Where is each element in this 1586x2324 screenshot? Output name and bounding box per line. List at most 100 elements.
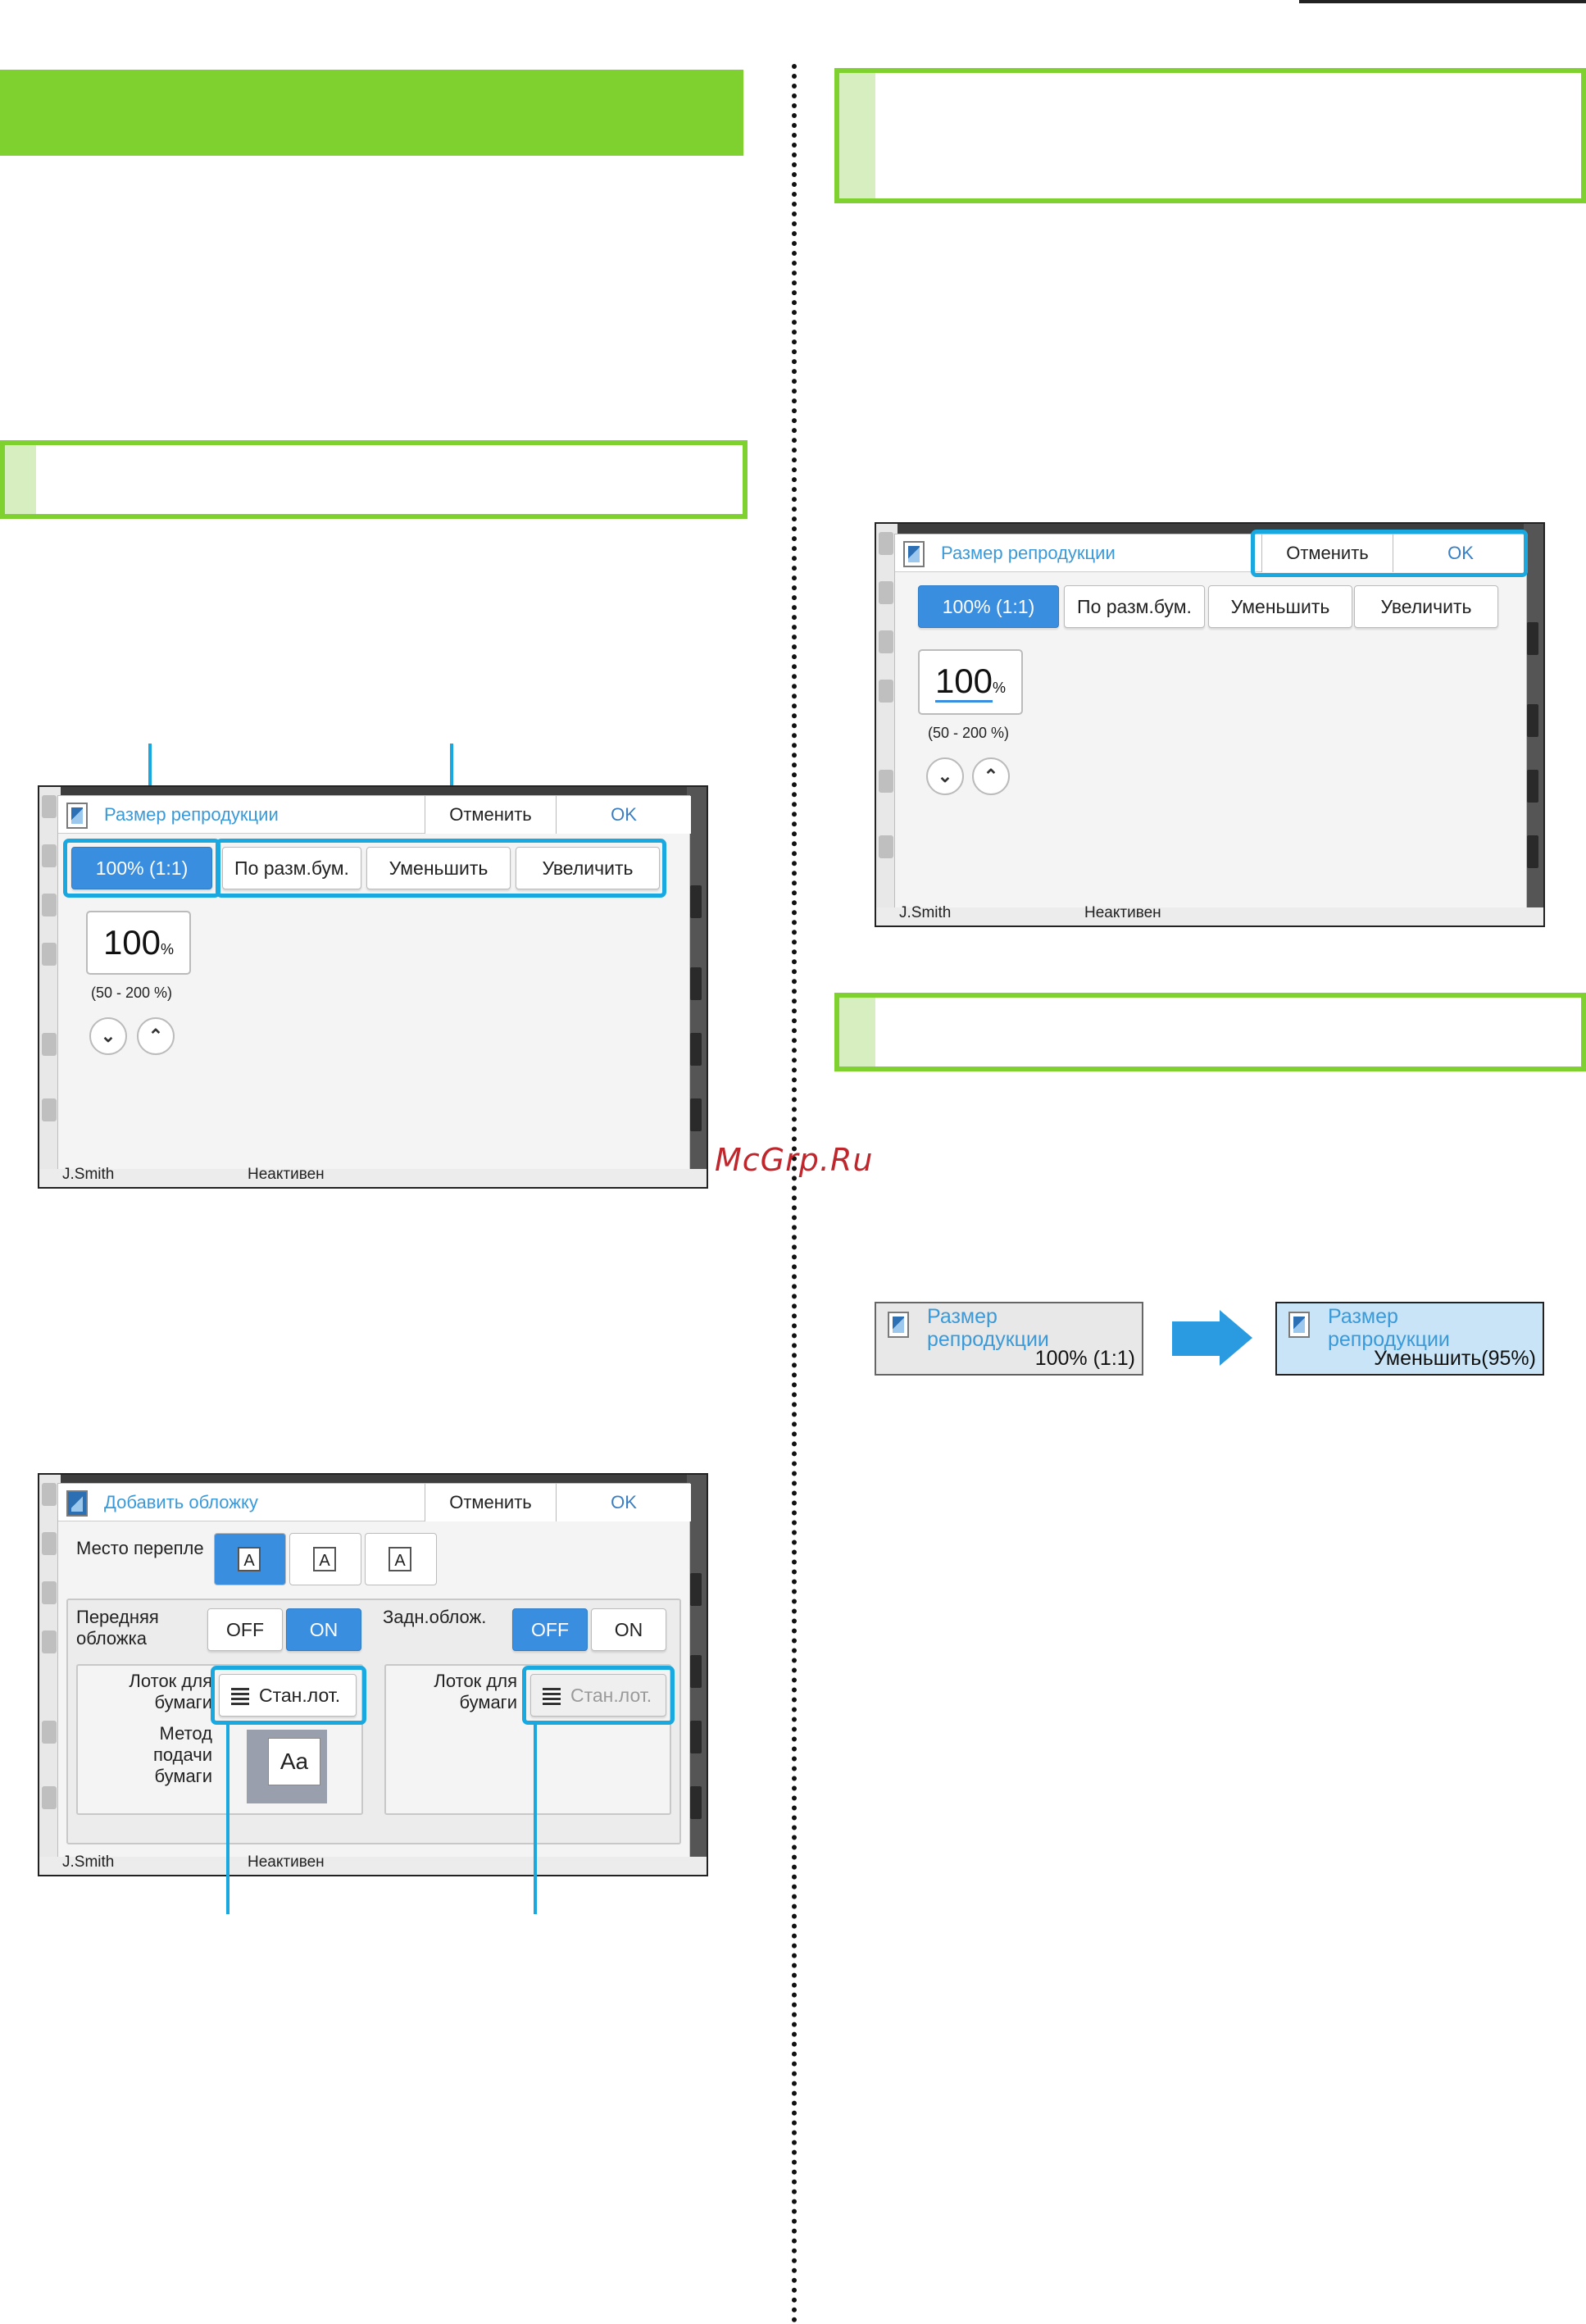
reproduction-size-button-after[interactable]: Размер репродукции Уменьшить(95%)	[1275, 1302, 1544, 1376]
option-100-percent[interactable]: 100% (1:1)	[918, 585, 1059, 628]
value-unit: %	[993, 680, 1007, 696]
value-field[interactable]: 100%	[918, 649, 1023, 715]
binding-letter: A	[389, 1547, 411, 1571]
status-user: J.Smith	[899, 904, 952, 921]
status-bar: J.Smith Неактивен	[39, 1853, 707, 1875]
front-tray-button[interactable]: Стан.лот.	[219, 1674, 357, 1717]
step-heading-box-right-2	[834, 993, 1586, 1071]
status-bar: J.Smith Неактивен	[39, 1166, 707, 1187]
front-tray-label: Лоток для бумаги	[129, 1671, 212, 1712]
dialog: Добавить обложку Отменить OK Место переп…	[57, 1483, 691, 1860]
option-reduce[interactable]: Уменьшить	[366, 847, 511, 889]
dialog-title-bar: Добавить обложку Отменить OK	[58, 1484, 691, 1521]
back-tray-label: Лоток для бумаги	[434, 1671, 517, 1712]
cancel-button[interactable]: Отменить	[1261, 534, 1393, 572]
back-tray-button[interactable]: Стан.лот.	[530, 1674, 666, 1717]
button-value: Уменьшить(95%)	[1374, 1347, 1536, 1370]
chevron-down-icon: ⌄	[937, 766, 953, 786]
callout-line	[534, 1724, 537, 1914]
dialog-title: Размер репродукции	[104, 804, 279, 825]
option-enlarge[interactable]: Увеличить	[1354, 585, 1498, 628]
cancel-button[interactable]: Отменить	[425, 796, 556, 834]
dialog-title-bar: Размер репродукции Отменить OK	[895, 534, 1528, 572]
chevron-up-icon: ⌃	[983, 766, 999, 786]
left-sidebar	[876, 524, 898, 926]
feed-paper-glyph: Aa	[268, 1738, 320, 1785]
arrow-icon	[1172, 1321, 1221, 1356]
section-heading-bar	[0, 70, 743, 156]
option-100-percent[interactable]: 100% (1:1)	[71, 847, 212, 889]
document-icon	[888, 1312, 909, 1338]
callout-frame	[211, 1666, 366, 1725]
binding-label: Место перепле	[76, 1538, 204, 1558]
device-screen-add-cover: Добавить обложку Отменить OK Место переп…	[38, 1473, 708, 1876]
header-rule	[1299, 0, 1586, 3]
chevron-up-icon: ⌃	[148, 1026, 164, 1046]
option-fit-paper[interactable]: По разм.бум.	[1064, 585, 1205, 628]
left-sidebar	[39, 1475, 61, 1875]
ok-button[interactable]: OK	[1393, 534, 1528, 572]
binding-letter: A	[238, 1547, 261, 1571]
dialog: Размер репродукции Отменить OK 100% (1:1…	[894, 530, 1528, 911]
column-divider	[792, 64, 797, 2324]
option-fit-paper[interactable]: По разм.бум.	[222, 847, 361, 889]
feed-method-label: Метод подачи бумаги	[152, 1723, 212, 1786]
cancel-button[interactable]: Отменить	[425, 1484, 556, 1521]
callout-frame	[63, 839, 220, 898]
document-icon	[66, 803, 88, 829]
left-sidebar	[39, 787, 61, 1187]
step-tab	[839, 998, 875, 1066]
decrease-button[interactable]: ⌄	[926, 757, 964, 795]
value-range: (50 - 200 %)	[91, 985, 173, 1001]
back-cover-on[interactable]: ON	[591, 1608, 666, 1651]
status-state: Неактивен	[1084, 904, 1161, 921]
ok-button[interactable]: OK	[556, 1484, 691, 1521]
arrow-head	[1220, 1310, 1252, 1366]
binding-letter: A	[313, 1547, 336, 1571]
binding-right-button[interactable]: A	[289, 1533, 361, 1585]
step-tab	[5, 445, 36, 514]
increase-button[interactable]: ⌃	[137, 1017, 175, 1055]
value-range: (50 - 200 %)	[928, 725, 1010, 741]
callout-frame	[522, 1666, 675, 1725]
status-bar: J.Smith Неактивен	[876, 904, 1543, 926]
dialog-title-bar: Размер репродукции Отменить OK	[58, 796, 691, 834]
option-reduce[interactable]: Уменьшить	[1208, 585, 1352, 628]
button-value: 100% (1:1)	[1034, 1347, 1135, 1370]
value-field[interactable]: 100%	[86, 911, 191, 975]
cover-icon	[66, 1490, 88, 1517]
callout-frame	[1251, 530, 1528, 577]
binding-top-button[interactable]: A	[365, 1533, 437, 1585]
back-tray-value: Стан.лот.	[570, 1685, 652, 1706]
value-number: 100	[102, 923, 161, 962]
document-icon	[903, 541, 925, 567]
dialog-title: Добавить обложку	[104, 1492, 258, 1512]
device-screen-reproduction-size: Размер репродукции Отменить OK 100% (1:1…	[38, 785, 708, 1189]
reproduction-size-button-before[interactable]: Размер репродукции 100% (1:1)	[875, 1302, 1143, 1376]
increase-button[interactable]: ⌃	[972, 757, 1010, 795]
status-state: Неактивен	[248, 1166, 325, 1183]
option-enlarge[interactable]: Увеличить	[516, 847, 660, 889]
dialog-title: Размер репродукции	[941, 543, 1116, 563]
button-label: Размер репродукции	[1328, 1305, 1450, 1351]
button-label: Размер репродукции	[927, 1305, 1049, 1351]
back-cover-off[interactable]: OFF	[512, 1608, 588, 1651]
front-cover-on[interactable]: ON	[286, 1608, 361, 1651]
front-tray-value: Стан.лот.	[259, 1685, 341, 1706]
value-unit: %	[161, 941, 175, 957]
ok-button[interactable]: OK	[556, 796, 691, 834]
step-heading-box	[0, 440, 748, 519]
front-cover-off[interactable]: OFF	[207, 1608, 283, 1651]
device-screen-reproduction-size-ok: Размер репродукции Отменить OK 100% (1:1…	[875, 522, 1545, 927]
status-state: Неактивен	[248, 1853, 325, 1871]
right-sidebar	[1524, 524, 1543, 926]
document-icon	[1288, 1312, 1310, 1338]
right-sidebar	[687, 1475, 707, 1875]
decrease-button[interactable]: ⌄	[89, 1017, 127, 1055]
dialog: Размер репродукции Отменить OK 100% (1:1…	[57, 795, 691, 1172]
value-number: 100	[934, 662, 993, 703]
callout-frame	[216, 839, 666, 898]
feed-method-icon: Aa	[247, 1730, 327, 1803]
binding-left-button[interactable]: A	[214, 1533, 286, 1585]
status-user: J.Smith	[62, 1853, 115, 1871]
